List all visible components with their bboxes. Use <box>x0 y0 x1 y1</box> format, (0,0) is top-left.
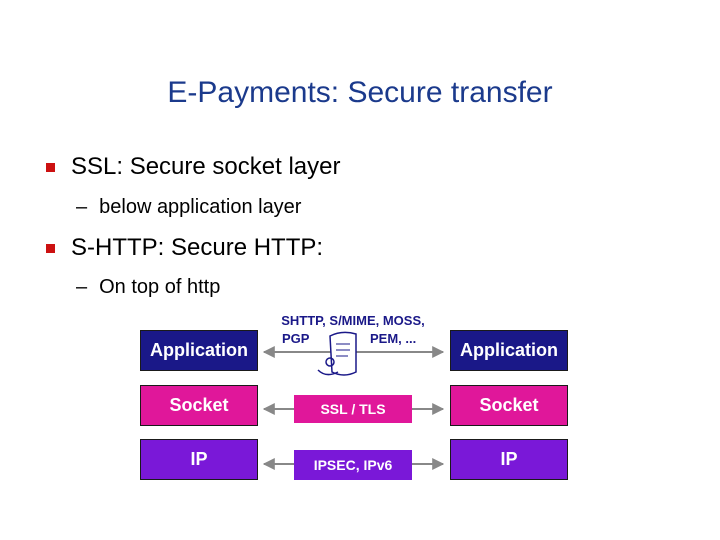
sub-bullet-text: below application layer <box>99 196 302 218</box>
bullet-square-icon <box>46 162 55 172</box>
right-ip-box: IP <box>450 439 568 480</box>
right-socket-box: Socket <box>450 385 568 426</box>
sub-bullet-shttp: –On top of http <box>76 276 220 299</box>
slide-title: E-Payments: Secure transfer <box>167 76 553 109</box>
middle-app-pem: PEM, ... <box>370 331 417 346</box>
bullet-text: S-HTTP: Secure HTTP: <box>71 234 324 261</box>
right-application-box: Application <box>450 330 568 371</box>
bullet-text: SSL: Secure socket layer <box>71 153 341 180</box>
middle-ssl-tls-box: SSL / TLS <box>294 395 412 423</box>
left-ip-box: IP <box>140 439 258 480</box>
bullet-shttp: S-HTTP: Secure HTTP: <box>46 234 323 262</box>
dash-mark: – <box>76 276 88 298</box>
sub-bullet-ssl: –below application layer <box>76 196 301 219</box>
middle-app-pgp: PGP <box>282 331 310 346</box>
left-application-box: Application <box>140 330 258 371</box>
document-icon <box>317 331 357 376</box>
bullet-square-icon <box>46 243 55 253</box>
sub-bullet-text: On top of http <box>99 276 221 298</box>
left-socket-box: Socket <box>140 385 258 426</box>
bullet-ssl: SSL: Secure socket layer <box>46 153 340 181</box>
middle-app-protocols-line1: SHTTP, S/MIME, MOSS, <box>281 313 425 328</box>
middle-ipsec-box: IPSEC, IPv6 <box>294 450 412 480</box>
dash-mark: – <box>76 196 88 218</box>
